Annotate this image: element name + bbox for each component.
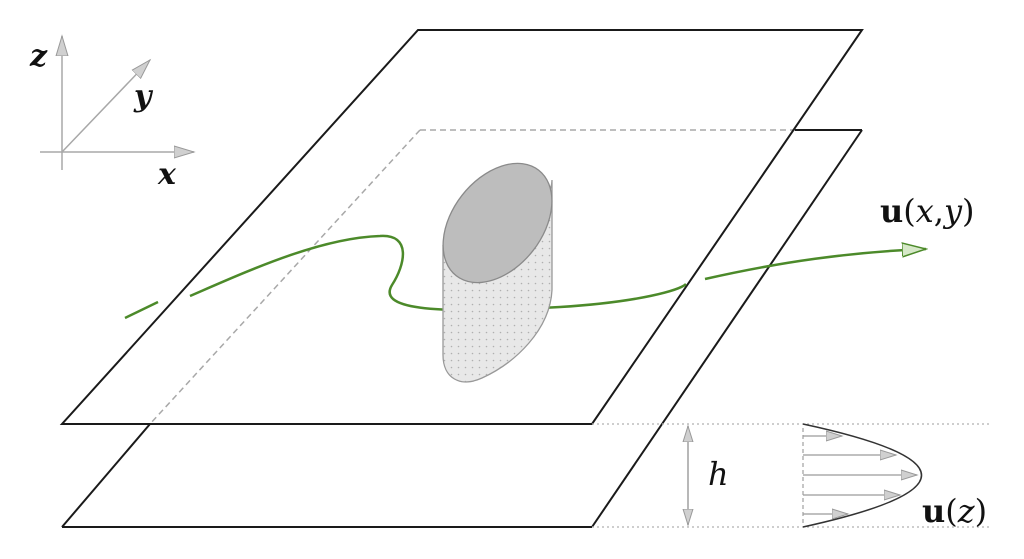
velocity-profile (802, 423, 922, 528)
bottom-plate (61, 129, 863, 528)
velocity-xy-comma: , (934, 192, 944, 230)
velocity-z-z: z (957, 492, 976, 530)
gap-height-label: h (708, 455, 729, 493)
velocity-xy-vector: u (880, 192, 903, 230)
velocity-xy-open-paren: ( (903, 192, 915, 230)
bottom-plate-hidden-edges (149, 129, 795, 425)
cylinder-top-face (442, 162, 553, 284)
bottom-plate-right-edge (591, 129, 863, 528)
profile-curve (802, 423, 922, 528)
streamline-exit (704, 249, 926, 281)
velocity-z-vector: u (922, 492, 945, 530)
y-axis-label: y (133, 79, 154, 114)
velocity-xy-close-paren: ) (962, 192, 974, 230)
gap-guides (592, 423, 990, 528)
streamline-main (189, 234, 687, 312)
bottom-plate-left-edge (61, 423, 151, 528)
streamline (124, 300, 159, 320)
coordinate-axes (40, 36, 194, 170)
y-axis-line (61, 60, 150, 153)
bottom-plate-hidden-left (149, 129, 421, 425)
x-axis-label: x (157, 157, 177, 192)
velocity-z-close-paren: ) (975, 492, 987, 530)
velocity-z-open-paren: ( (945, 492, 957, 530)
z-axis-label: z (29, 39, 48, 74)
velocity-xy-label: u(x,y) (880, 192, 975, 230)
velocity-xy-y: y (942, 192, 963, 230)
velocity-z-label: u(z) (922, 492, 987, 530)
velocity-xy-x: x (916, 192, 934, 230)
cylinder-obstacle (442, 162, 553, 383)
